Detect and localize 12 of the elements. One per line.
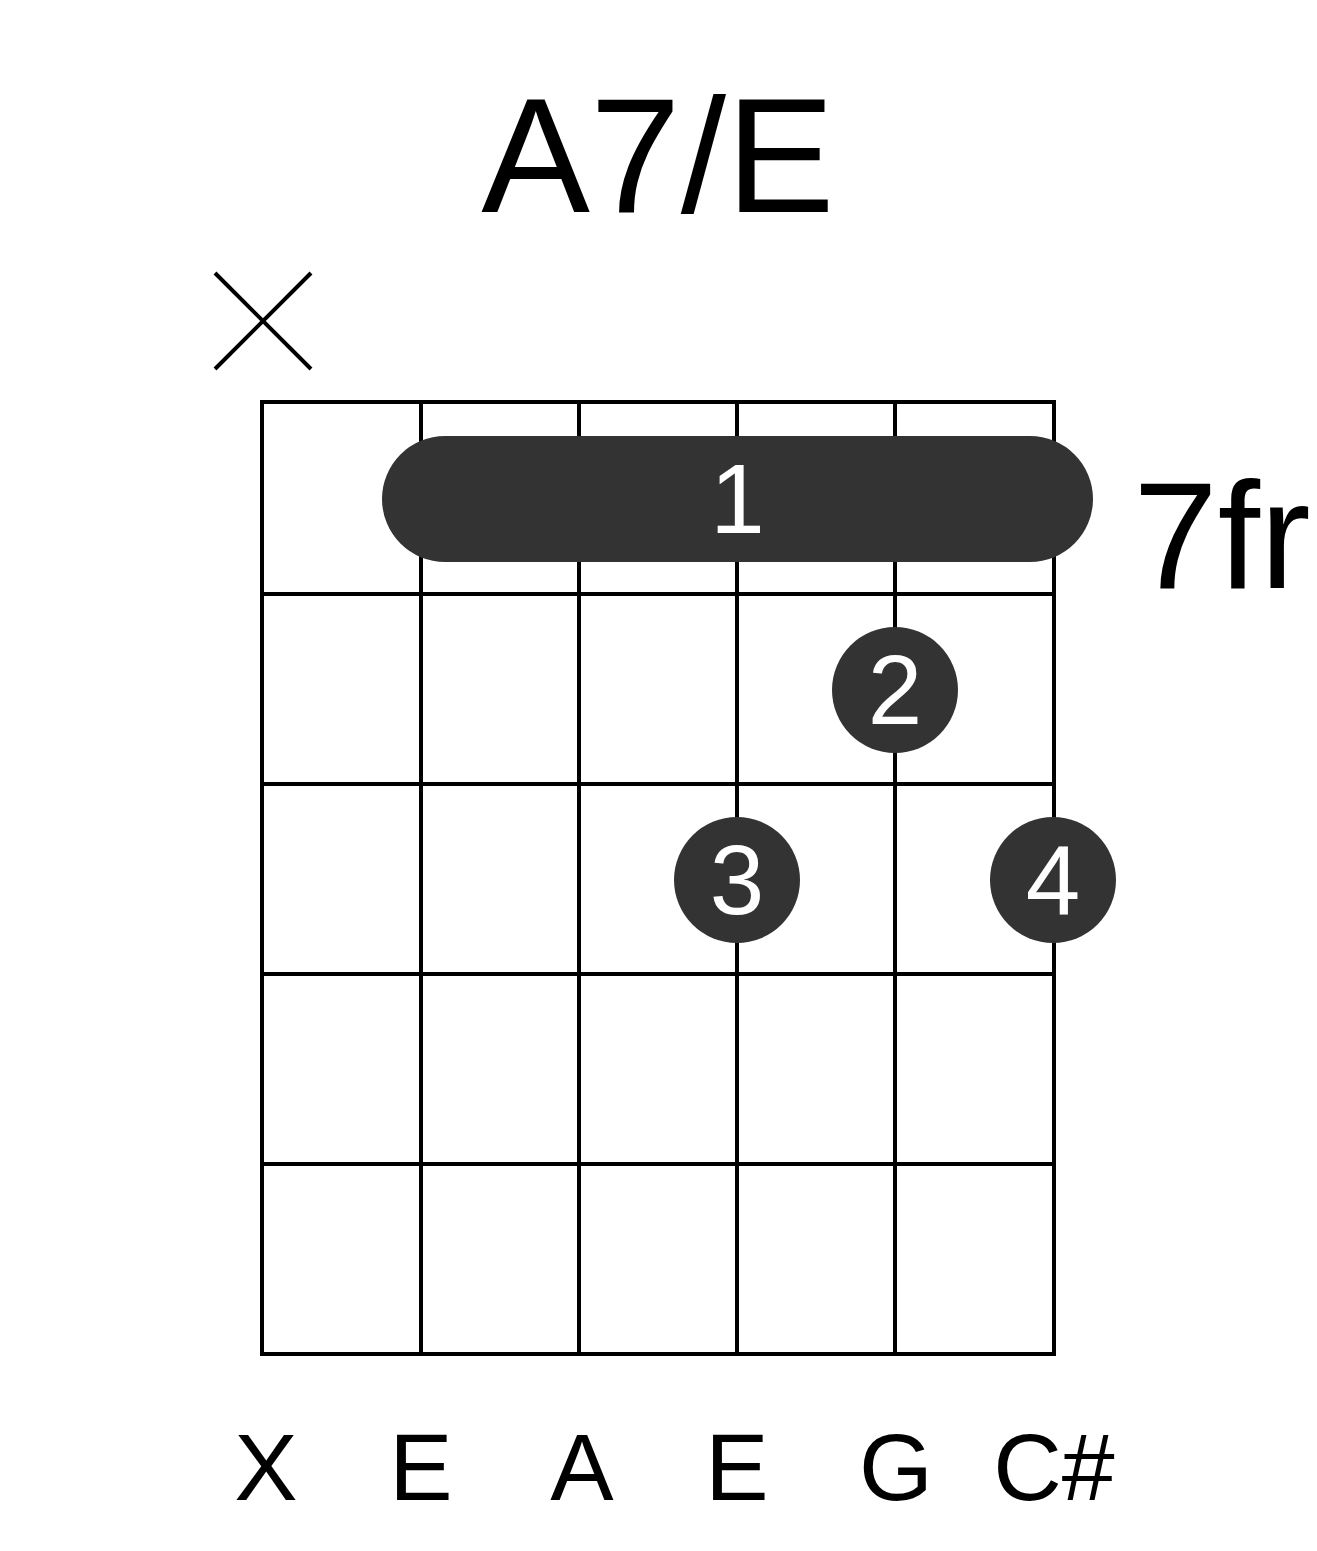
chord-title: A7/E: [480, 74, 836, 237]
finger-number: 3: [709, 831, 765, 929]
string-note: G: [859, 1414, 933, 1520]
string-note: E: [389, 1414, 453, 1520]
finger-number: 4: [1025, 831, 1081, 929]
finger-number: 1: [710, 450, 765, 548]
string-note: E: [705, 1414, 769, 1520]
string-note: X: [234, 1414, 298, 1520]
fret-number: 7fr: [1133, 450, 1311, 620]
string-note: C#: [993, 1414, 1115, 1520]
string-note: A: [550, 1414, 614, 1520]
finger-number: 2: [867, 641, 923, 739]
